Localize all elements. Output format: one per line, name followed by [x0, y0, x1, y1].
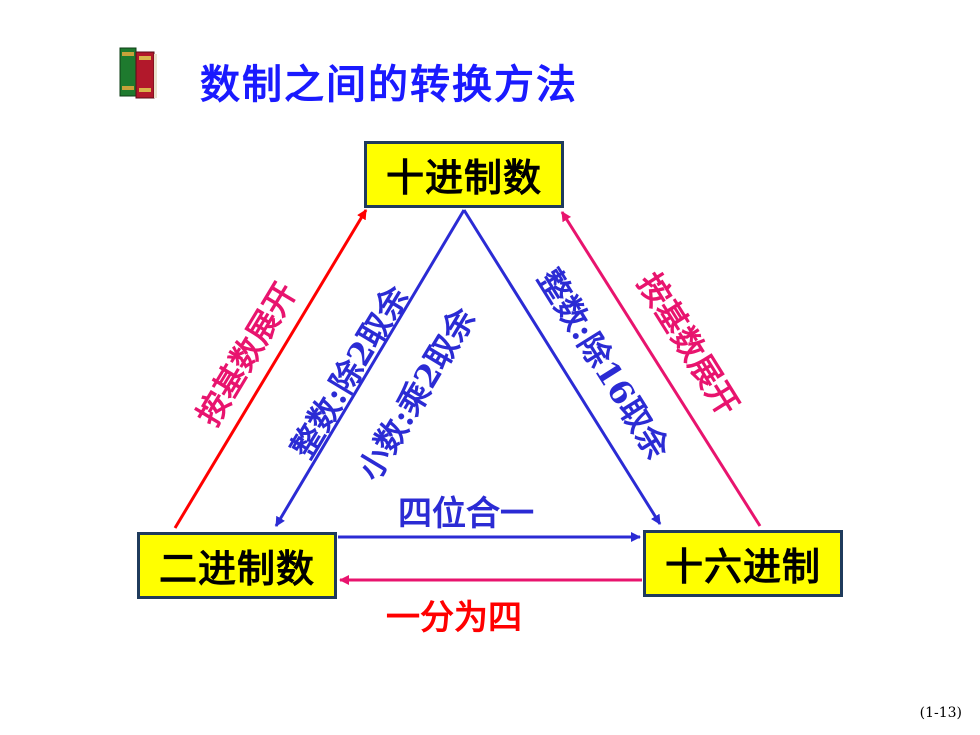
node-decimal: 十进制数 — [364, 141, 564, 208]
node-hex: 十六进制 — [643, 530, 843, 597]
page-number: (1-13) — [919, 705, 962, 721]
books-icon — [118, 44, 160, 100]
arrow-hex-to-dec — [560, 211, 762, 527]
label-bin-to-hex: 四位合一 — [398, 494, 534, 534]
arrow-dec-to-hex — [462, 209, 662, 525]
page-title: 数制之间的转换方法 — [200, 61, 578, 108]
arrow-dec-to-bin — [274, 209, 466, 527]
arrow-bin-to-dec — [173, 209, 368, 529]
label-hex-to-bin: 一分为四 — [386, 598, 522, 638]
node-binary: 二进制数 — [137, 532, 337, 599]
